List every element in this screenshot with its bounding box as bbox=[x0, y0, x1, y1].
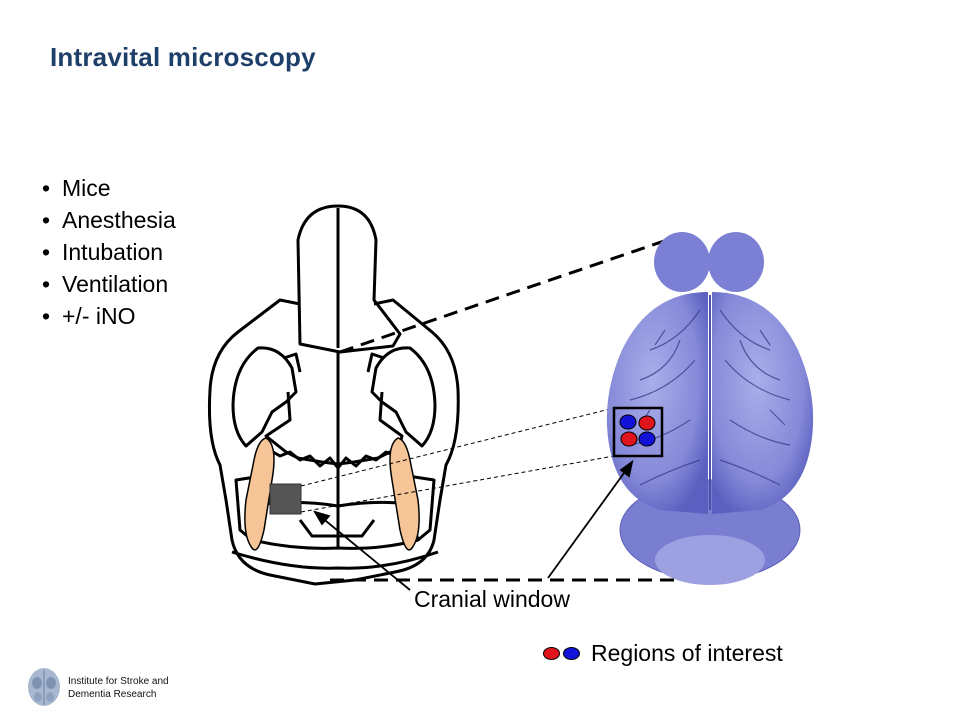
projection-line-top bbox=[339, 237, 671, 354]
roi-window bbox=[612, 406, 664, 458]
mouse-brain-image bbox=[606, 232, 814, 585]
bullet-text: Ventilation bbox=[62, 271, 169, 297]
cranial-window-marker bbox=[269, 483, 302, 515]
bullet-text: +/- iNO bbox=[62, 303, 136, 329]
bullet-list: •Mice •Anesthesia •Intubation •Ventilati… bbox=[42, 172, 176, 332]
bullet-item: •+/- iNO bbox=[42, 303, 136, 329]
brain-logo-icon bbox=[28, 668, 60, 706]
roi-red-top bbox=[638, 415, 656, 431]
roi-blue-bottom bbox=[638, 431, 656, 447]
legend-red-dot bbox=[543, 647, 560, 660]
zoom-line-upper bbox=[300, 407, 615, 487]
cranial-window-label: Cranial window bbox=[414, 586, 570, 612]
zoom-line-lower bbox=[300, 455, 615, 513]
roi-red-bottom bbox=[620, 431, 638, 447]
bullet-item: •Ventilation bbox=[42, 271, 169, 297]
footer-line-2: Dementia Research bbox=[68, 689, 157, 700]
legend-label: Regions of interest bbox=[591, 640, 783, 666]
bullet-text: Mice bbox=[62, 175, 111, 201]
roi-legend: Regions of interest bbox=[543, 640, 783, 667]
bullet-text: Intubation bbox=[62, 239, 164, 265]
bullet-item: •Mice bbox=[42, 175, 111, 201]
roi-blue-top bbox=[619, 414, 637, 430]
footer-line-1: Institute for Stroke and bbox=[68, 676, 169, 687]
bullet-item: •Intubation bbox=[42, 239, 164, 265]
slide-title: Intravital microscopy bbox=[50, 42, 316, 72]
legend-blue-dot bbox=[563, 647, 580, 660]
bullet-text: Anesthesia bbox=[62, 207, 176, 233]
bullet-item: •Anesthesia bbox=[42, 207, 176, 233]
callout-arrows bbox=[313, 459, 634, 591]
institute-footer: Institute for Stroke and Dementia Resear… bbox=[26, 667, 198, 709]
left-temporal-muscle bbox=[244, 437, 275, 551]
